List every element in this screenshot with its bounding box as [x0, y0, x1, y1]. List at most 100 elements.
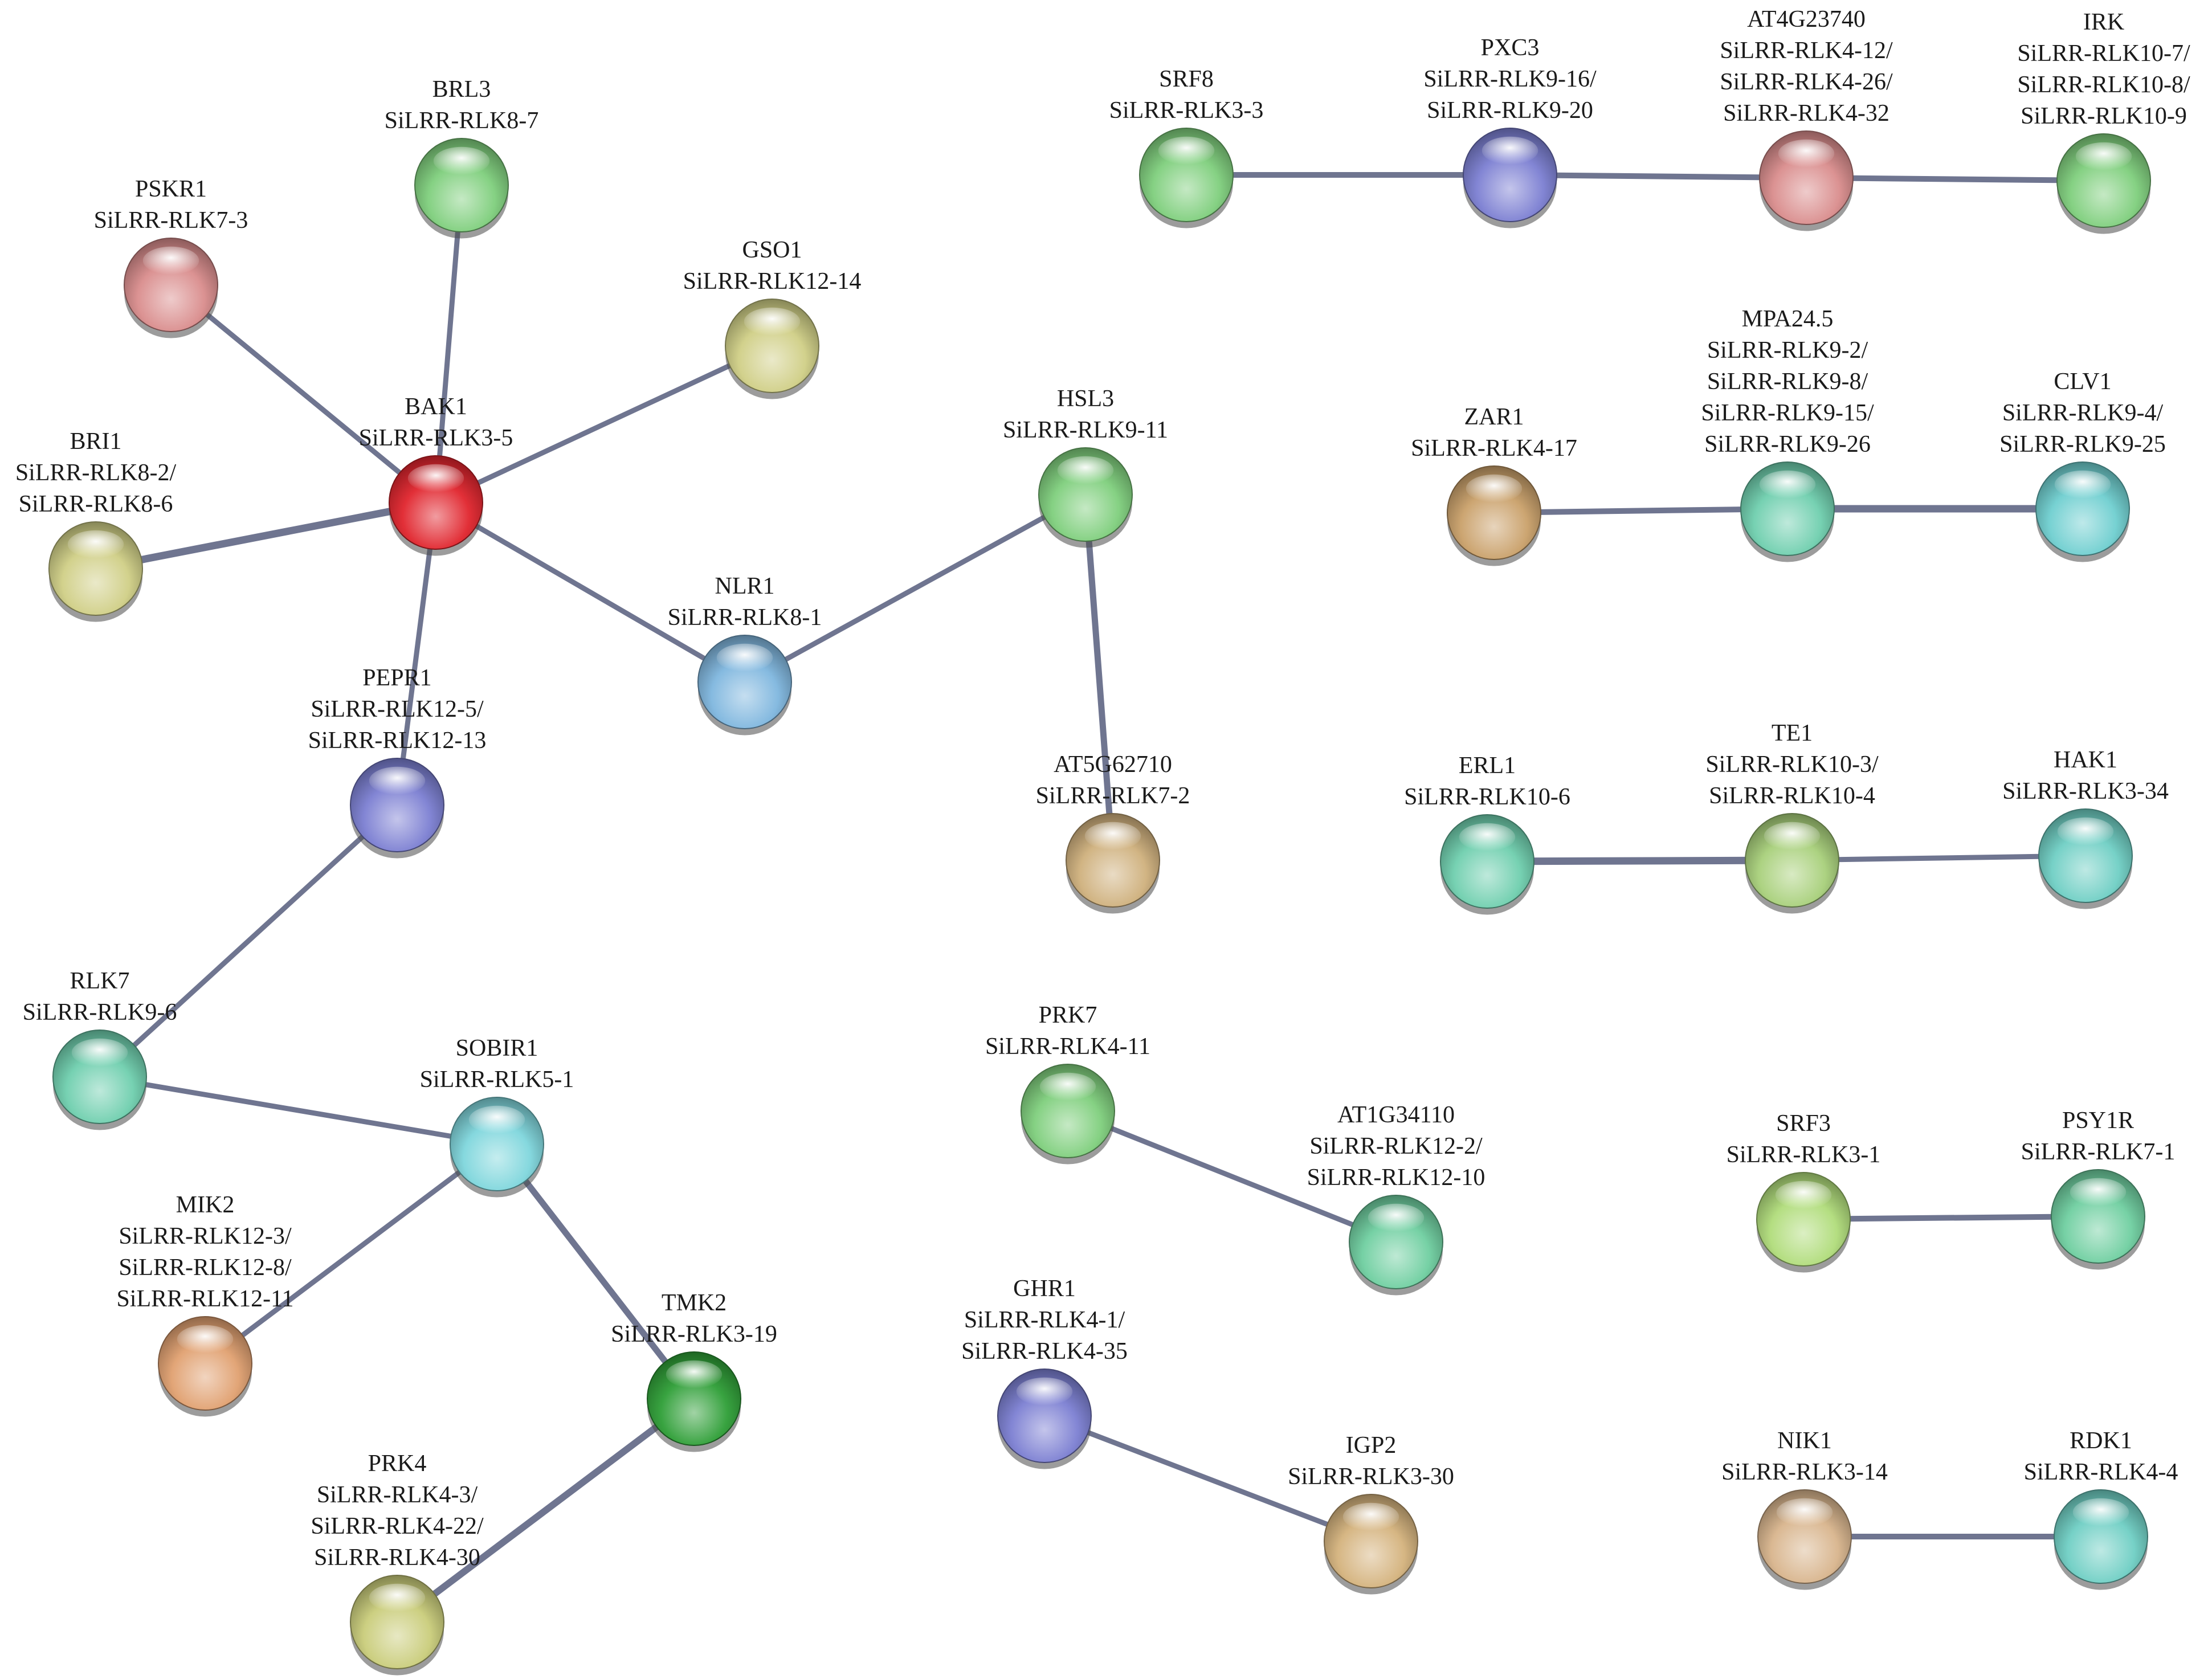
node-ortholog-label: SiLRR-RLK9-8/ [1707, 369, 1868, 395]
edge-bak1-bri1 [92, 499, 440, 573]
node-ortholog-label: SiLRR-RLK9-11 [1003, 417, 1168, 443]
node-highlight [142, 246, 199, 275]
node-highlight [1776, 1498, 1833, 1526]
node-highlight [1466, 474, 1523, 503]
node-ortholog-label: SiLRR-RLK4-26/ [1720, 69, 1893, 95]
node-ortholog-label: SiLRR-RLK10-4 [1709, 783, 1875, 809]
edge-te1-hak1 [1789, 853, 2088, 863]
node-gene-name: SRF3 [1776, 1110, 1831, 1137]
node-highlight [1778, 139, 1835, 168]
node-highlight [71, 1038, 128, 1067]
node-gene-name: IRK [2083, 9, 2124, 35]
node-highlight [407, 464, 464, 492]
edge-sobir1-tmk2 [493, 1141, 697, 1402]
node-highlight [1764, 822, 1821, 850]
node-ortholog-label: SiLRR-RLK4-32 [1723, 100, 1889, 126]
node-ortholog-label: SiLRR-RLK3-19 [611, 1321, 777, 1347]
node-ortholog-label: SiLRR-RLK4-30 [314, 1545, 480, 1571]
node-highlight [1039, 1072, 1096, 1101]
node-ortholog-label: SiLRR-RLK12-3/ [119, 1223, 292, 1249]
node-ortholog-label: SiLRR-RLK8-2/ [15, 460, 177, 486]
node-ortholog-label: SiLRR-RLK12-10 [1307, 1165, 1485, 1191]
node-ortholog-label: SiLRR-RLK3-30 [1288, 1464, 1454, 1490]
node-ortholog-label: SiLRR-RLK8-1 [668, 604, 822, 631]
node-ortholog-label: SiLRR-RLK3-3 [1109, 97, 1264, 124]
node-ortholog-label: SiLRR-RLK9-6 [23, 999, 177, 1026]
node-highlight [2070, 1178, 2127, 1206]
node-ortholog-label: SiLRR-RLK7-3 [94, 207, 248, 234]
node-gene-name: SOBIR1 [456, 1035, 538, 1061]
edge-sobir1-mik2 [202, 1141, 500, 1366]
node-ortholog-label: SiLRR-RLK12-5/ [311, 696, 484, 722]
node-mik2[interactable]: MIK2SiLRR-RLK12-3/SiLRR-RLK12-8/SiLRR-RL… [116, 1192, 294, 1417]
node-gene-name: PEPR1 [362, 665, 431, 691]
node-prk4[interactable]: PRK4SiLRR-RLK4-3/SiLRR-RLK4-22/SiLRR-RLK… [311, 1451, 484, 1676]
node-gene-name: BRI1 [70, 428, 121, 455]
node-ortholog-label: SiLRR-RLK9-16/ [1423, 66, 1597, 92]
edge-rlk7-sobir1 [97, 1074, 500, 1147]
node-ortholog-label: SiLRR-RLK4-4 [2024, 1459, 2178, 1485]
node-ortholog-label: SiLRR-RLK12-2/ [1309, 1133, 1483, 1159]
node-ortholog-label: SiLRR-RLK12-11 [116, 1286, 293, 1312]
node-gene-name: BRL3 [432, 76, 491, 103]
node-ortholog-label: SiLRR-RLK10-6 [1404, 784, 1570, 810]
node-mpa24_5[interactable]: MPA24.5SiLRR-RLK9-2/SiLRR-RLK9-8/SiLRR-R… [1701, 306, 1874, 562]
node-highlight [1775, 1180, 1832, 1209]
node-gene-name: CLV1 [2054, 369, 2111, 395]
node-highlight [1016, 1377, 1073, 1406]
node-gene-name: MIK2 [176, 1192, 235, 1218]
node-highlight [468, 1105, 525, 1134]
node-highlight [1459, 823, 1516, 851]
node-ortholog-label: SiLRR-RLK3-1 [1727, 1142, 1881, 1168]
node-at4g23740[interactable]: AT4G23740SiLRR-RLK4-12/SiLRR-RLK4-26/SiL… [1720, 6, 1893, 231]
node-irk[interactable]: IRKSiLRR-RLK10-7/SiLRR-RLK10-8/SiLRR-RLK… [2017, 9, 2190, 234]
node-ortholog-label: SiLRR-RLK9-20 [1427, 97, 1593, 124]
node-gene-name: GHR1 [1013, 1276, 1076, 1302]
node-highlight [2072, 1498, 2129, 1526]
edge-pxc3-at4g23740 [1507, 172, 1809, 181]
node-ortholog-label: SiLRR-RLK9-2/ [1707, 337, 1868, 363]
edge-ghr1-igp2 [1042, 1413, 1374, 1544]
edge-zar1-mpa24_5 [1491, 506, 1790, 516]
node-ortholog-label: SiLRR-RLK3-5 [359, 425, 513, 451]
node-ortholog-label: SiLRR-RLK4-35 [961, 1338, 1128, 1365]
node-highlight [744, 307, 801, 336]
node-gene-name: IGP2 [1346, 1432, 1397, 1459]
node-gene-name: TMK2 [662, 1290, 727, 1316]
node-gene-name: PRK7 [1039, 1002, 1097, 1028]
edge-at4g23740-irk [1803, 175, 2107, 183]
node-ortholog-label: SiLRR-RLK9-26 [1704, 431, 1871, 457]
node-ortholog-label: SiLRR-RLK12-14 [683, 268, 862, 295]
node-highlight [2075, 142, 2132, 170]
edge-bak1-nlr1 [433, 500, 748, 685]
edge-srf3-psy1r [1801, 1214, 2101, 1222]
node-gene-name: SRF8 [1159, 66, 1214, 92]
